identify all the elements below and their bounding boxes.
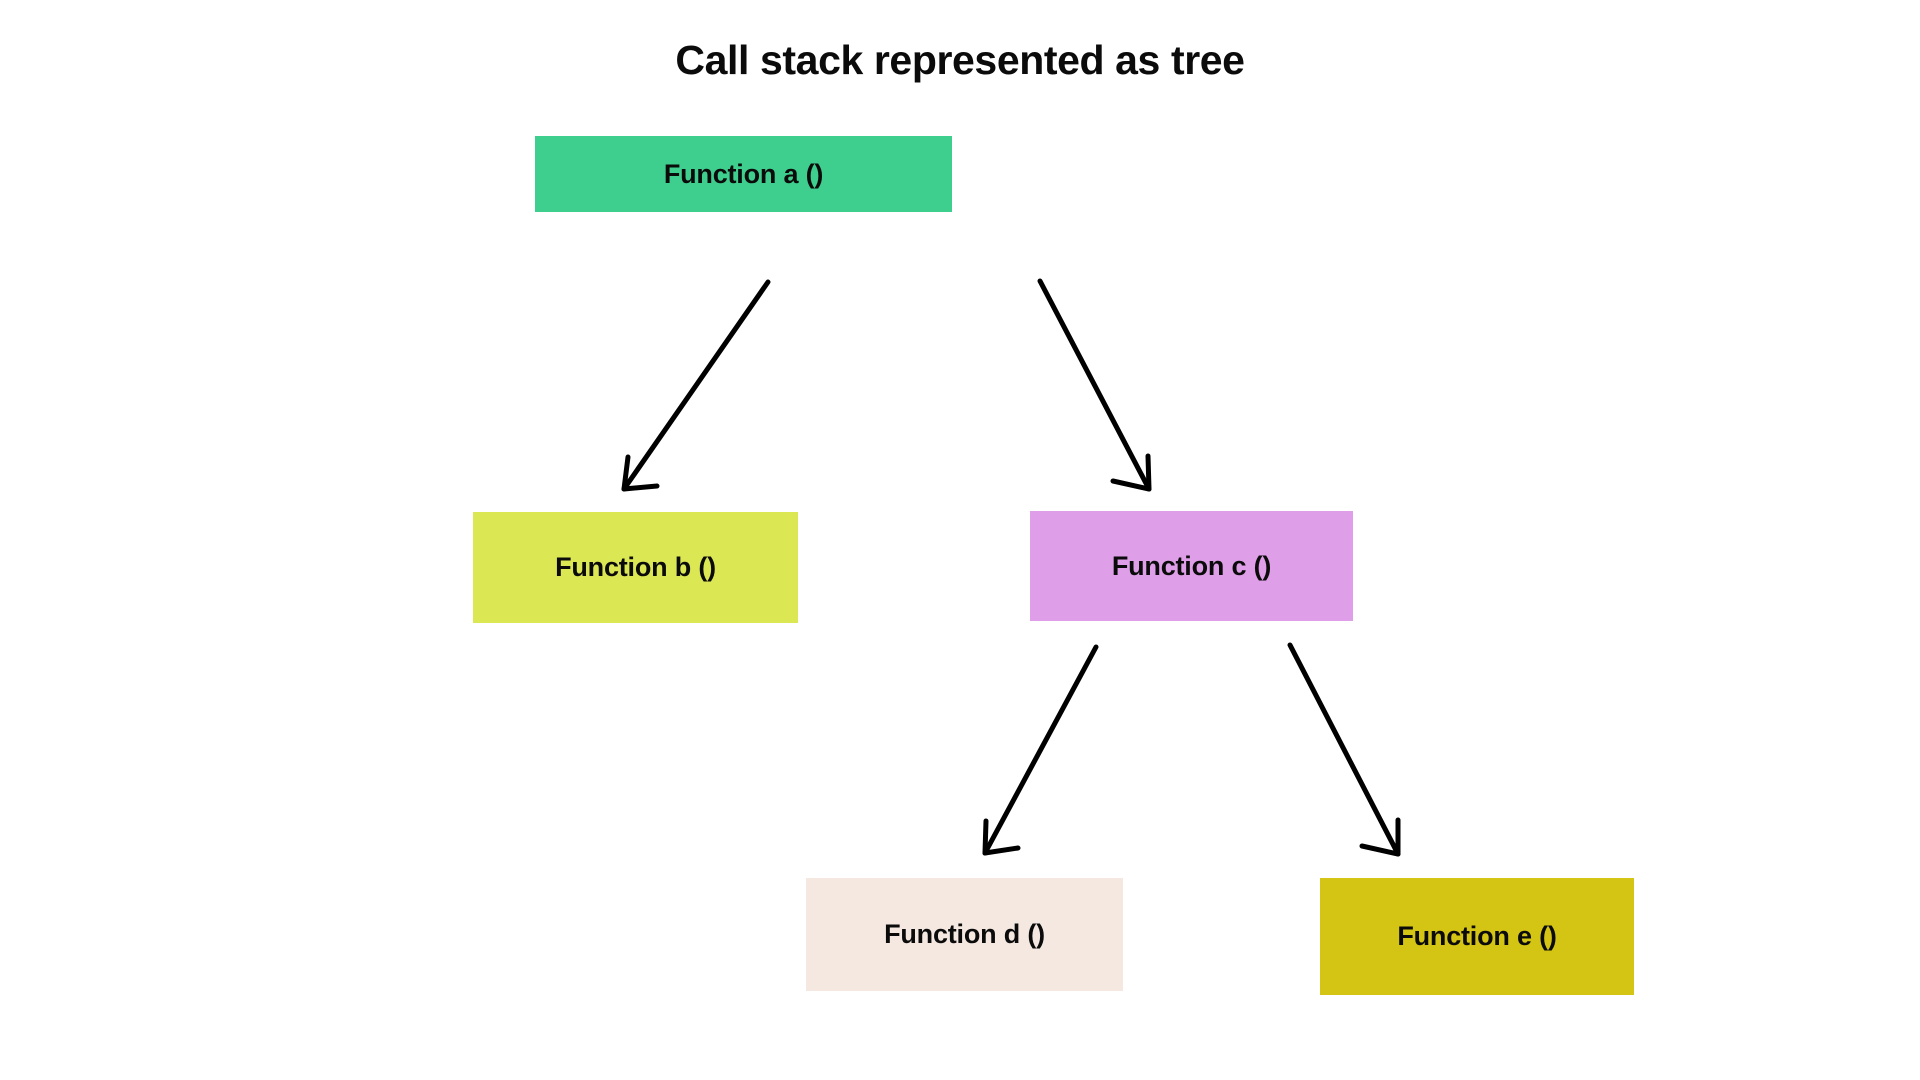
node-function-e[interactable]: Function e (): [1320, 878, 1634, 995]
edge-a-to-c: [1037, 278, 1152, 492]
node-function-e-label: Function e (): [1397, 921, 1557, 951]
node-function-c[interactable]: Function c (): [1030, 511, 1353, 621]
edge-c-to-d: [982, 644, 1099, 856]
node-function-d-label: Function d (): [884, 919, 1045, 949]
node-function-b-label: Function b (): [555, 552, 716, 582]
node-function-a-label: Function a (): [663, 158, 824, 189]
node-function-b[interactable]: Function b (): [473, 512, 798, 623]
edge-c-to-e: [1287, 642, 1401, 857]
node-function-c-label: Function c (): [1111, 550, 1272, 581]
node-function-a[interactable]: Function a (): [535, 136, 952, 212]
edge-a-to-b: [621, 279, 771, 492]
page-title: Call stack represented as tree: [675, 37, 1245, 83]
node-function-d[interactable]: Function d (): [806, 878, 1123, 991]
